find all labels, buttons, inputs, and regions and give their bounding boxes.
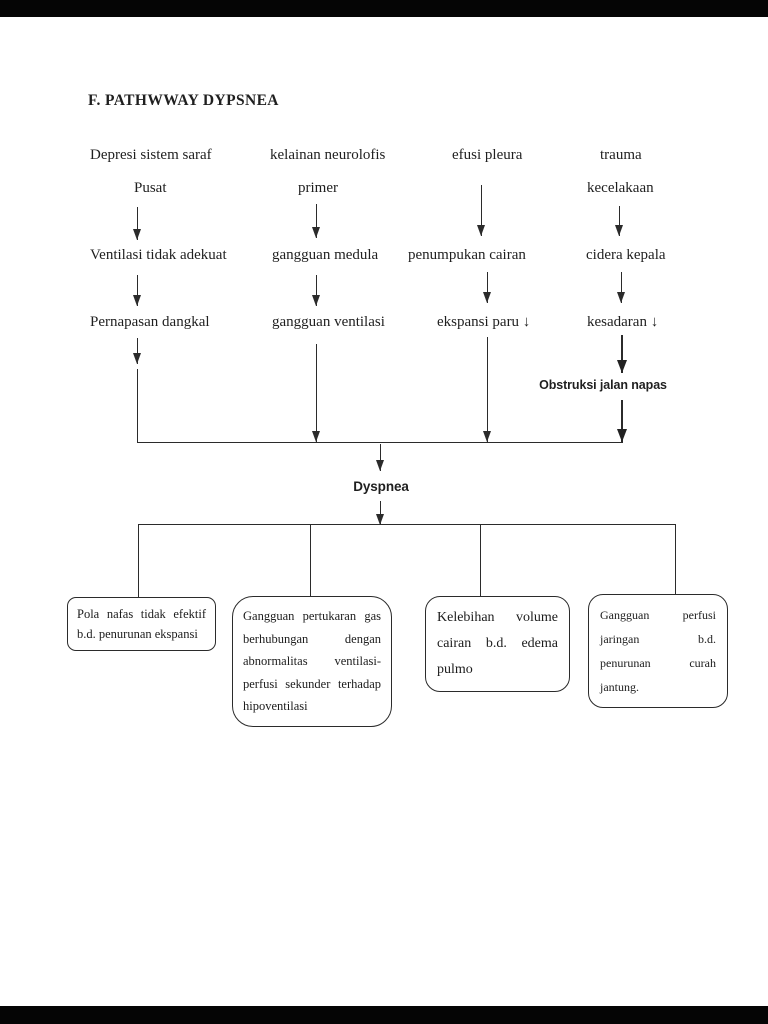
outcome-box-pertukaran-gas: Gangguan pertukaran gas berhubungan denga…: [232, 596, 392, 727]
arrow-down-col4-r3: [617, 335, 627, 373]
effect2-col3: ekspansi paru ↓: [437, 314, 531, 330]
arrow-down-col1-r2: [132, 275, 143, 306]
arrow-down-to-dyspnea: [375, 444, 386, 471]
arrow-down-col1-r3: [132, 338, 143, 364]
arrow-down-col2-r3: [311, 344, 322, 442]
arrow-down-col2-r2: [311, 275, 322, 306]
cause-col1-line2: Pusat: [134, 180, 167, 196]
effect2-col4: kesadaran ↓: [587, 314, 659, 330]
outcome-box-line: jantung.: [600, 680, 639, 694]
outcome-box-line: Gangguan perfusi: [600, 608, 716, 622]
effect1-col2: gangguan medula: [272, 247, 379, 263]
drop-line-box4: [675, 524, 677, 594]
outcome-box-line: berhubungan dengan: [243, 631, 381, 646]
cause-col4-line2: kecelakaan: [587, 180, 654, 196]
arrow-down-col4-r2: [616, 272, 627, 303]
cause-col3-line1: efusi pleura: [452, 147, 523, 163]
outcome-box-pola-nafas: Pola nafas tidak efektif b.d. penurunan e…: [67, 597, 216, 651]
drop-line-box1: [138, 524, 140, 597]
outcome-box-volume-cairan: Kelebihan volume cairan b.d. edema pulmo: [425, 596, 570, 692]
effect2-col2: gangguan ventilasi: [272, 314, 385, 330]
outcome-box-line: cairan b.d. edema: [437, 636, 558, 651]
arrow-down-col3-r2: [482, 272, 493, 303]
drop-line-box2: [310, 524, 312, 596]
outcome-box-line: pulmo: [437, 662, 473, 677]
cause-col4-line1: trauma: [600, 147, 642, 163]
outcome-box-line: b.d. penurunan ekspansi: [77, 627, 198, 641]
arrow-down-col1-r1: [132, 207, 143, 240]
dyspnea-node: Dyspnea: [353, 479, 409, 494]
diagram-title: F. PATHWWAY DYPSNEA: [88, 92, 279, 109]
outcome-box-line: hipoventilasi: [243, 699, 308, 713]
outcome-box-line: jaringan b.d.: [600, 632, 716, 646]
letterbox-top-bar: [0, 0, 768, 17]
outcome-box-line: penurunan curah: [600, 656, 716, 670]
outcome-box-line: Gangguan pertukaran gas: [243, 609, 381, 623]
cause-col1-line1: Depresi sistem saraf: [90, 147, 212, 163]
outcome-box-line: abnormalitas ventilasi-: [243, 654, 381, 668]
obstruction-label: Obstruksi jalan napas: [539, 378, 667, 392]
arrow-down-col2-r1: [311, 204, 322, 238]
outcome-box-line: Kelebihan volume: [437, 610, 558, 625]
bracket-line-top: [137, 442, 623, 444]
cause-col2-line2: primer: [298, 180, 338, 196]
effect1-col1: Ventilasi tidak adekuat: [90, 247, 227, 263]
cause-col2-line1: kelainan neurolofis: [270, 147, 386, 163]
arrow-down-col3-r3: [482, 337, 493, 442]
effect2-col1: Pernapasan dangkal: [90, 314, 210, 330]
effect1-col4: cidera kepala: [586, 247, 666, 263]
bracket-line-bottom: [138, 524, 676, 526]
letterbox-bottom-bar: [0, 1006, 768, 1024]
arrow-down-col4-r1: [614, 206, 625, 236]
arrow-down-col3-r1: [476, 185, 487, 236]
outcome-box-line: Pola nafas tidak efektif: [77, 607, 206, 621]
effect1-col3: penumpukan cairan: [408, 247, 526, 263]
drop-line-col1: [137, 369, 139, 443]
outcome-box-perfusi-jaringan: Gangguan perfusi jaringan b.d. penurunan c…: [588, 594, 728, 708]
arrow-down-col4-r4: [617, 400, 627, 442]
outcome-box-line: perfusi sekunder terhadap: [243, 676, 381, 691]
arrow-down-from-dyspnea: [375, 501, 386, 525]
drop-line-box3: [480, 524, 482, 596]
